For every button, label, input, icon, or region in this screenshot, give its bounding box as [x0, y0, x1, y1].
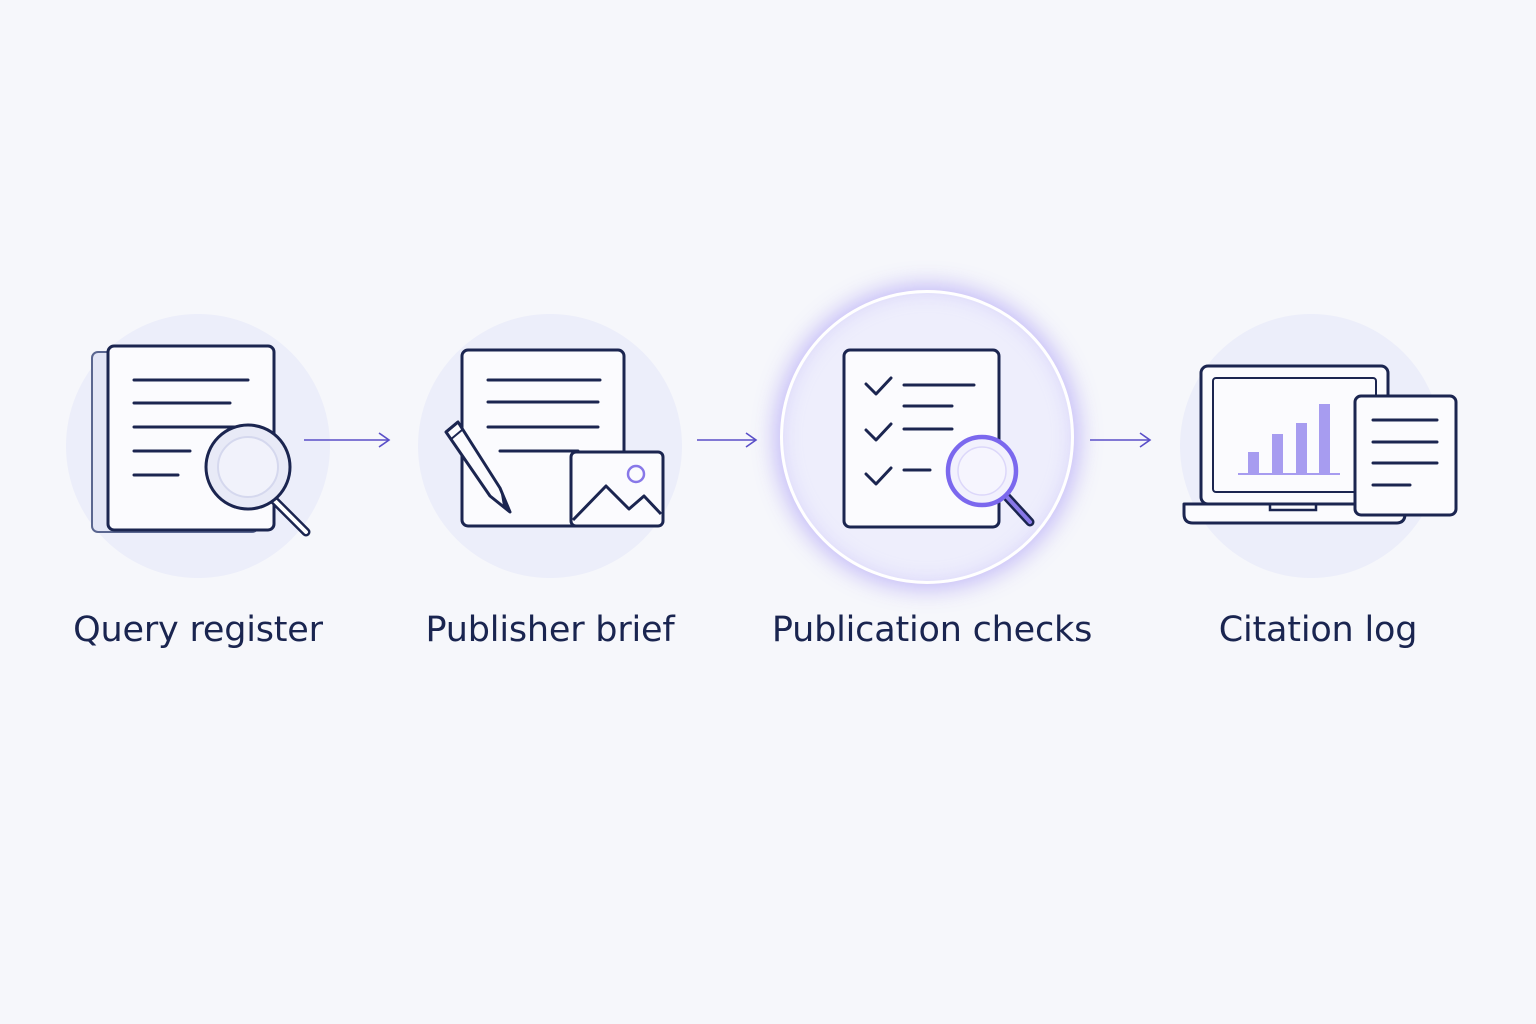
document-pencil-image-icon: [444, 348, 665, 528]
checklist-search-icon: [842, 348, 1035, 529]
step-label-publication-checks: Publication checks: [771, 610, 1093, 650]
arrow-right-icon: [697, 432, 758, 448]
step-label-citation-log: Citation log: [1218, 610, 1418, 650]
laptop-chart-document-icon: [1182, 364, 1458, 525]
step-label-query-register: Query register: [73, 610, 323, 650]
step-label-publisher-brief: Publisher brief: [425, 610, 675, 650]
document-search-icon: [91, 344, 311, 537]
arrow-right-icon: [1090, 432, 1152, 448]
arrow-right-icon: [304, 432, 391, 448]
